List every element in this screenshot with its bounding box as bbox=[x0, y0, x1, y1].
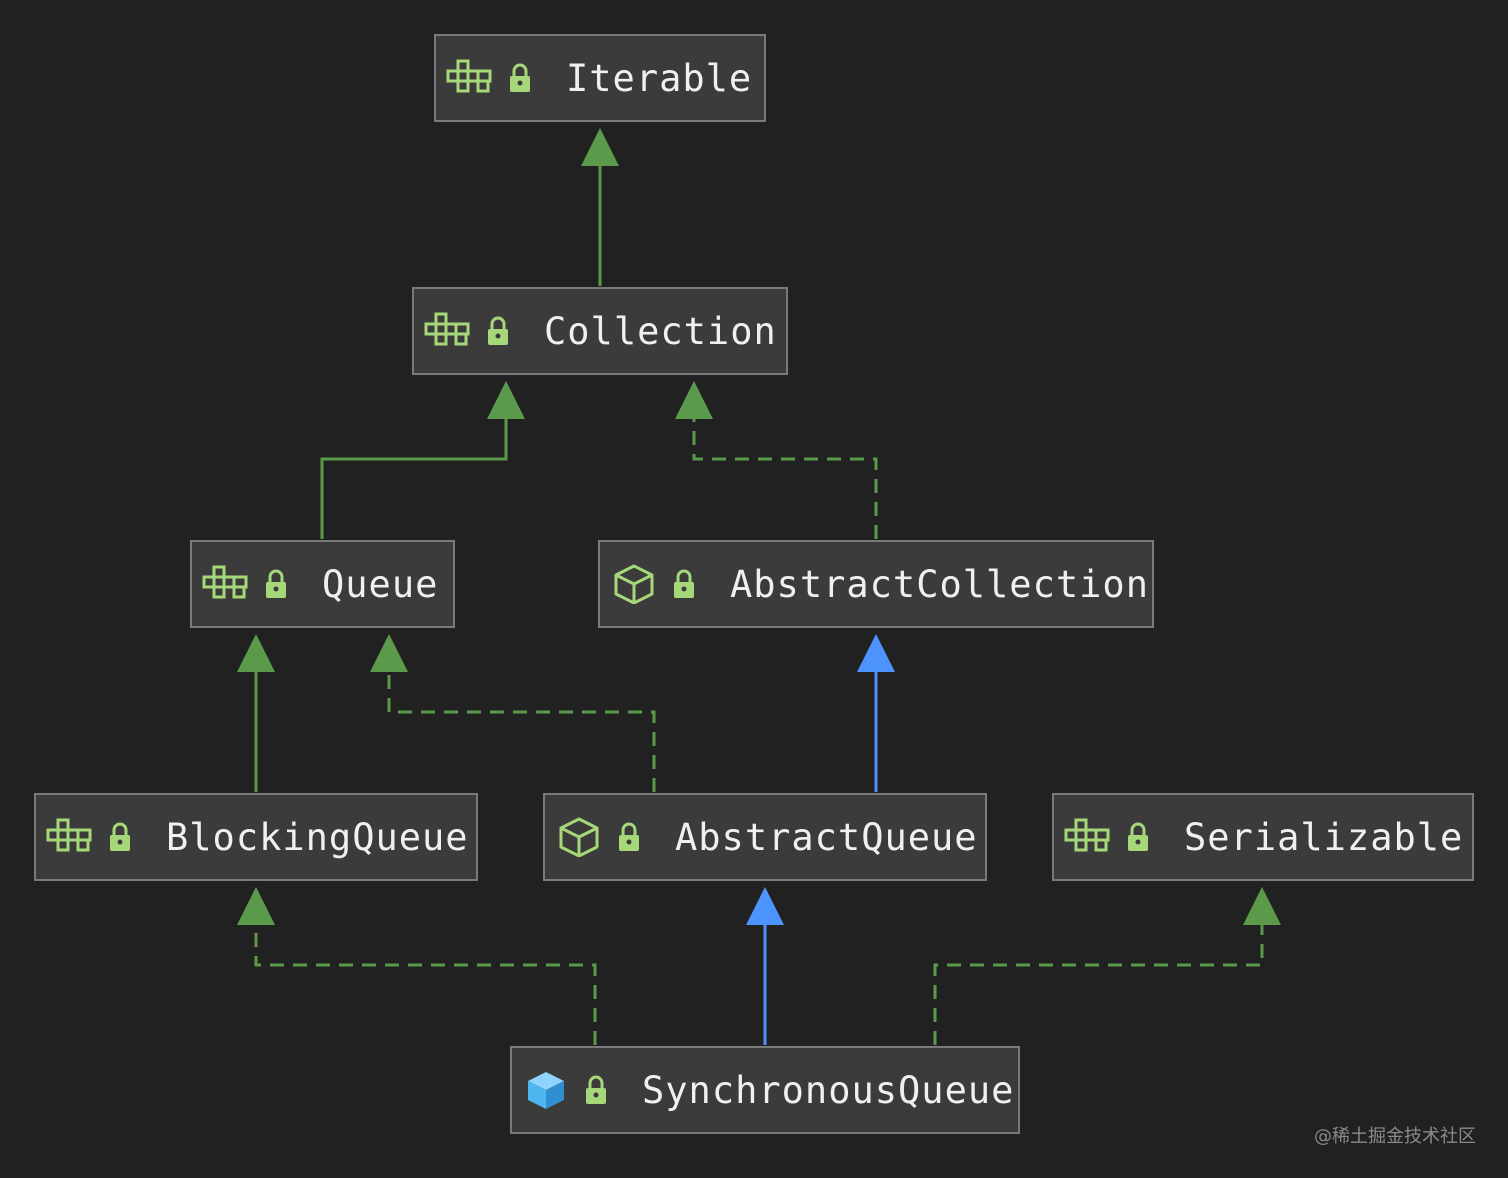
edge-synchronousqueue-extends-abstractqueue bbox=[746, 887, 784, 1045]
node-blocking-queue[interactable]: BlockingQueue bbox=[34, 793, 478, 881]
edge-queue-extends-collection bbox=[320, 381, 525, 539]
edge-abstractcollection-implements-collection bbox=[675, 381, 878, 539]
node-label: AbstractQueue bbox=[675, 815, 978, 859]
node-label: Collection bbox=[544, 309, 777, 353]
node-serializable[interactable]: Serializable bbox=[1052, 793, 1474, 881]
node-queue[interactable]: Queue bbox=[190, 540, 455, 628]
lock-icon bbox=[110, 822, 130, 851]
node-label: Queue bbox=[322, 562, 439, 606]
lock-icon bbox=[586, 1075, 606, 1104]
node-label: AbstractCollection bbox=[730, 562, 1149, 606]
edge-blockingqueue-extends-queue bbox=[237, 634, 275, 792]
interface-icon bbox=[1064, 818, 1110, 852]
node-synchronous-queue[interactable]: SynchronousQueue bbox=[510, 1046, 1020, 1134]
node-iterable[interactable]: Iterable bbox=[434, 34, 766, 122]
lock-icon bbox=[488, 316, 508, 345]
edge-synchronousqueue-implements-blockingqueue bbox=[237, 887, 597, 1045]
lock-icon bbox=[674, 569, 694, 598]
edge-abstractqueue-implements-queue bbox=[370, 634, 656, 792]
interface-icon bbox=[424, 312, 470, 346]
edge-collection-extends-iterable bbox=[581, 128, 619, 286]
interface-icon bbox=[46, 818, 92, 852]
interface-icon bbox=[446, 59, 492, 93]
lock-icon bbox=[619, 822, 639, 851]
abstract-class-icon bbox=[559, 817, 599, 857]
node-abstract-queue[interactable]: AbstractQueue bbox=[543, 793, 987, 881]
lock-icon bbox=[510, 63, 530, 92]
edge-synchronousqueue-implements-serializable bbox=[933, 887, 1281, 1045]
interface-icon bbox=[202, 565, 248, 599]
node-label: SynchronousQueue bbox=[642, 1068, 1015, 1112]
node-abstract-collection[interactable]: AbstractCollection bbox=[598, 540, 1154, 628]
node-label: BlockingQueue bbox=[166, 815, 469, 859]
node-label: Iterable bbox=[566, 56, 753, 100]
node-collection[interactable]: Collection bbox=[412, 287, 788, 375]
lock-icon bbox=[1128, 822, 1148, 851]
watermark: @稀土掘金技术社区 bbox=[1314, 1126, 1476, 1147]
abstract-class-icon bbox=[614, 564, 654, 604]
class-icon bbox=[528, 1072, 564, 1109]
node-label: Serializable bbox=[1184, 815, 1464, 859]
edge-abstractqueue-extends-abstractcollection bbox=[857, 634, 895, 792]
lock-icon bbox=[266, 569, 286, 598]
